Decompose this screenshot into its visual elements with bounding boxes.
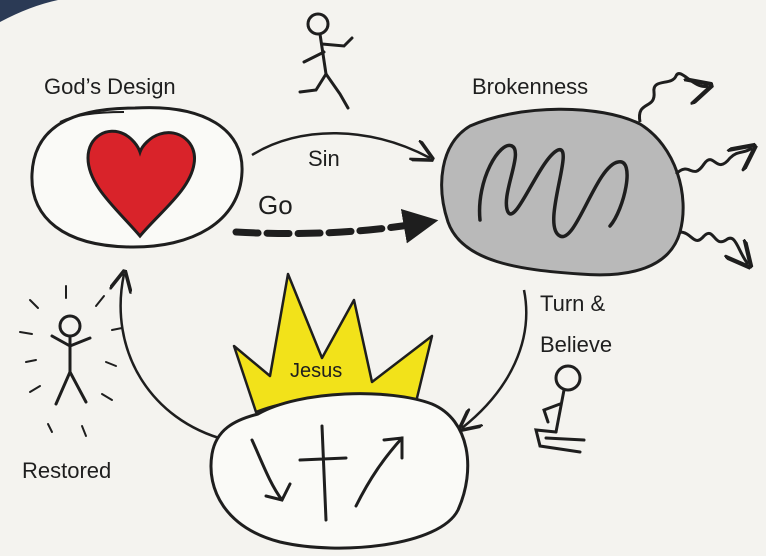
crown-icon — [232, 272, 434, 414]
believe-label: Believe — [540, 332, 613, 357]
go-label: Go — [258, 190, 293, 220]
turn-label: Turn & — [540, 291, 606, 316]
restored-figure-icon — [50, 314, 92, 406]
scribble-icon — [477, 143, 629, 238]
sin-label: Sin — [308, 146, 340, 171]
jesus-label: Jesus — [290, 360, 343, 382]
gods-design-node — [30, 106, 244, 249]
go-arrow — [232, 208, 439, 244]
cross-icon — [298, 424, 348, 522]
brokenness-node — [440, 107, 685, 277]
running-figure-icon — [298, 12, 354, 110]
heart-icon — [86, 129, 196, 239]
brokenness-label: Brokenness — [472, 74, 589, 99]
gods-design-label: God’s Design — [44, 74, 176, 99]
sin-arrow — [251, 132, 430, 158]
kneeling-figure-icon — [534, 364, 586, 454]
up-arrow-icon — [354, 436, 404, 508]
restored-label: Restored — [22, 458, 112, 483]
radiance-marks — [19, 285, 123, 437]
down-arrow-icon — [250, 438, 292, 502]
restored-arrow — [121, 274, 227, 442]
scatter-arrows — [638, 72, 752, 264]
corner-decoration — [0, 0, 58, 22]
turn-believe-arrow — [462, 289, 528, 428]
jesus-node — [209, 272, 470, 550]
